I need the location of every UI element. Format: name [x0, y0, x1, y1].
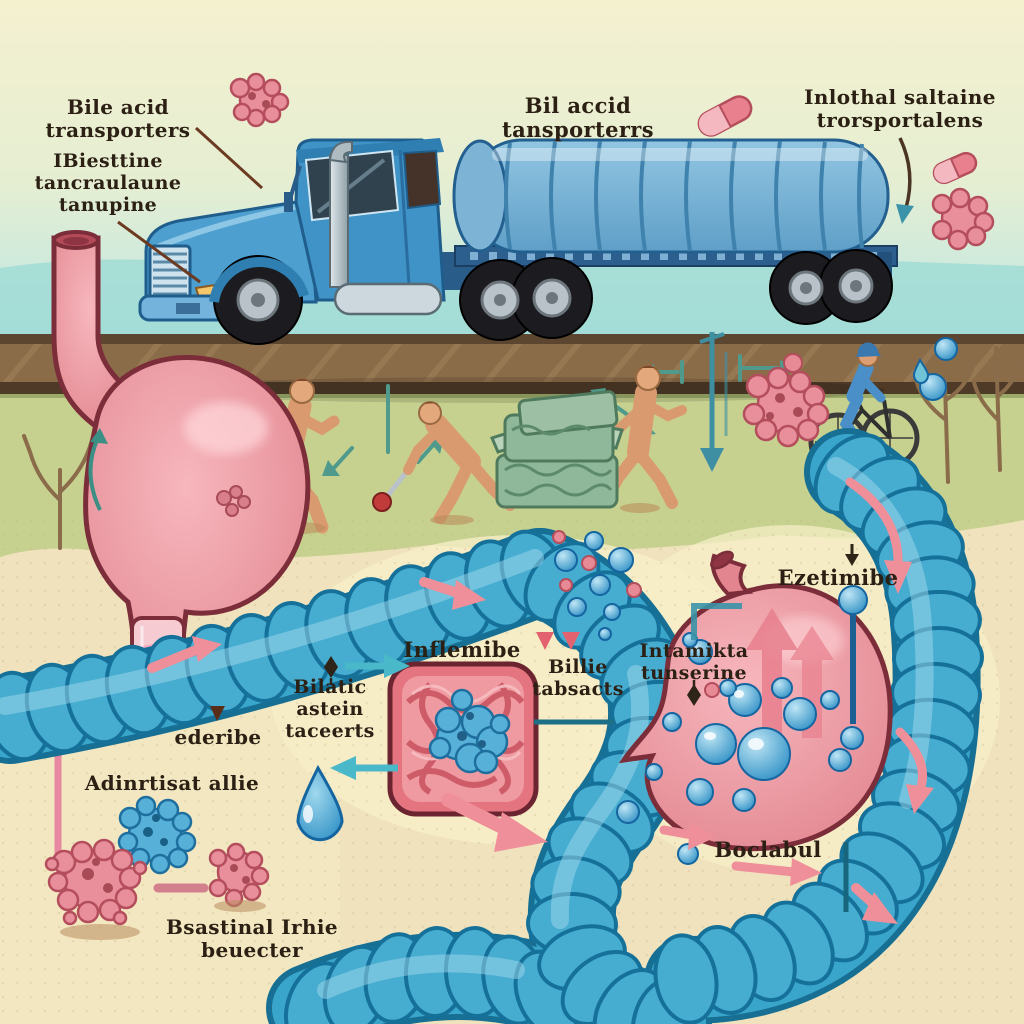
pink-molecule-blob-small	[208, 842, 270, 908]
money-stack	[489, 390, 624, 509]
walking-figure-3	[600, 365, 687, 509]
pink-molecule-blob-large	[44, 838, 148, 926]
bare-trees	[22, 346, 1022, 550]
bile-acid-tanker-truck	[138, 138, 898, 403]
pink-blob-top-right	[931, 187, 995, 251]
water-droplet	[296, 764, 344, 842]
pill-capsule-2	[932, 151, 978, 185]
tanker-trailer	[452, 138, 890, 254]
bracket-line	[691, 603, 742, 640]
pill-capsule-1	[697, 95, 753, 137]
pink-blob-top-left	[229, 72, 290, 128]
small-pink-sphere	[783, 353, 803, 373]
right-stomach	[616, 550, 893, 912]
teal-arrows	[330, 654, 614, 780]
up-arrow-in-stomach	[746, 608, 798, 748]
pink-arrows	[147, 477, 934, 924]
needle-arrow-down	[699, 332, 728, 472]
blue-molecule-blob	[117, 795, 197, 875]
stomach-lesion-detail	[216, 485, 251, 517]
tissue-square-panel	[387, 661, 539, 817]
bile-particle-spheres	[552, 530, 642, 641]
intestine-coil	[0, 428, 984, 1024]
truck-cab	[138, 138, 446, 322]
truck-wheels	[209, 249, 893, 345]
blue-spheres-right	[912, 337, 958, 401]
ezetimibe-pin-ball	[838, 585, 868, 615]
up-arrow-in-stomach	[790, 626, 834, 738]
dark-pointer-arrows	[117, 126, 914, 721]
bubbles-in-stomach	[616, 632, 864, 865]
